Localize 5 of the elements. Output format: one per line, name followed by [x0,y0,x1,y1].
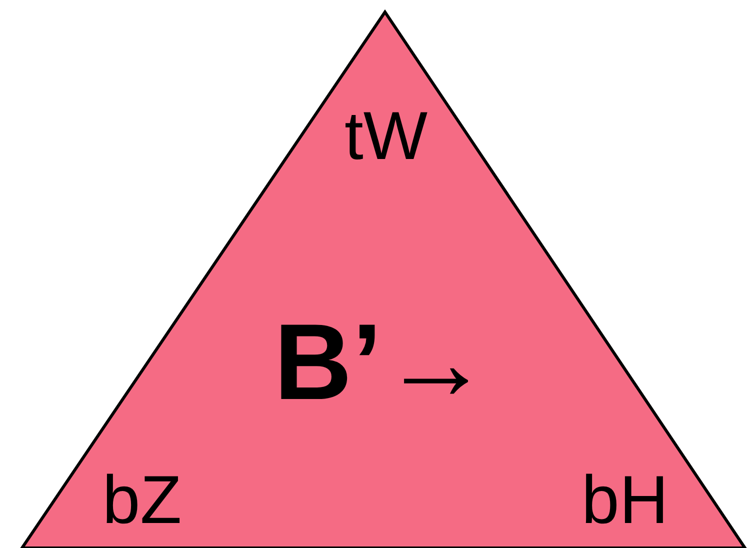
triangle-panel [20,10,747,548]
vector-symbol: B’→ [274,308,490,416]
vertex-label: tW [344,102,428,170]
vertex-label: bH [582,466,668,534]
vertex-label: bZ [102,466,182,534]
